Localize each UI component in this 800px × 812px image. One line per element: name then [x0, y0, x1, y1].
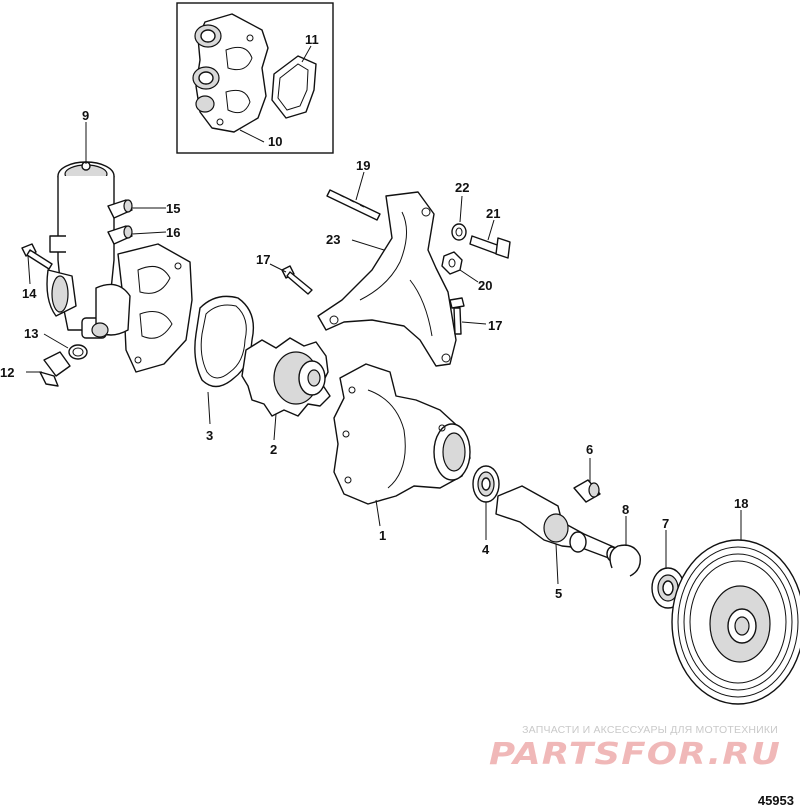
watermark-tagline: ЗАПЧАСТИ И АКСЕССУАРЫ ДЛЯ МОТОТЕХНИКИ: [522, 724, 778, 736]
part-6-sleeve: [573, 479, 601, 503]
callout-18: 18: [734, 496, 748, 511]
part-10-cover: [192, 13, 269, 133]
callout-2: 2: [270, 442, 277, 457]
watermark-brand: PARTSFOR.RU: [489, 737, 781, 772]
callout-19: 19: [356, 158, 370, 173]
callout-9: 9: [82, 108, 89, 123]
callout-6: 6: [586, 442, 593, 457]
part-18-pulley: [671, 539, 800, 705]
part-15-fitting: [107, 199, 133, 219]
part-4-bearing: [472, 465, 500, 503]
callout-15: 15: [166, 201, 180, 216]
part-23-bracket: [317, 191, 457, 367]
callout-17-right: 17: [488, 318, 502, 333]
callout-12: 12: [0, 365, 14, 380]
part-12-plug: [39, 351, 71, 387]
part-20-nut: [441, 251, 463, 275]
reference-number: 45953: [758, 793, 794, 808]
callouts: 1 2 3 4 5 6 7 8 9 12 13 14 15 16 17 17 1…: [0, 108, 748, 601]
part-19-stud: [326, 189, 381, 221]
part-16-fitting: [107, 225, 133, 245]
watermark: ЗАПЧАСТИ И АКСЕССУАРЫ ДЛЯ МОТОТЕХНИКИ PA…: [489, 724, 781, 772]
callout-10: 10: [268, 134, 282, 149]
part-21-bolt: [469, 235, 511, 259]
callout-8: 8: [622, 502, 629, 517]
callout-1: 1: [379, 528, 386, 543]
callout-13: 13: [24, 326, 38, 341]
callout-20: 20: [478, 278, 492, 293]
part-13-oring: [68, 344, 88, 360]
part-17-bolt-left: [281, 265, 313, 295]
inset-box: 11 10: [176, 2, 334, 154]
part-11-gasket: [271, 55, 317, 119]
callout-7: 7: [662, 516, 669, 531]
callout-4: 4: [482, 542, 490, 557]
callout-16: 16: [166, 225, 180, 240]
callout-22: 22: [455, 180, 469, 195]
callout-11: 11: [305, 32, 319, 47]
part-1-pump-body: [333, 363, 471, 505]
callout-21: 21: [486, 206, 500, 221]
part-14-bolt: [21, 243, 53, 270]
part-2-impeller: [241, 337, 331, 417]
callout-23: 23: [326, 232, 340, 247]
callout-17-left: 17: [256, 252, 270, 267]
callout-14: 14: [22, 286, 37, 301]
leader-lines: [26, 122, 742, 585]
part-8-snap-ring: [609, 544, 641, 577]
part-17-bolt-right: [449, 297, 465, 335]
callout-3: 3: [206, 428, 213, 443]
part-22-washer: [451, 223, 467, 241]
housing-cover-plate: [91, 243, 193, 373]
callout-5: 5: [555, 586, 562, 601]
